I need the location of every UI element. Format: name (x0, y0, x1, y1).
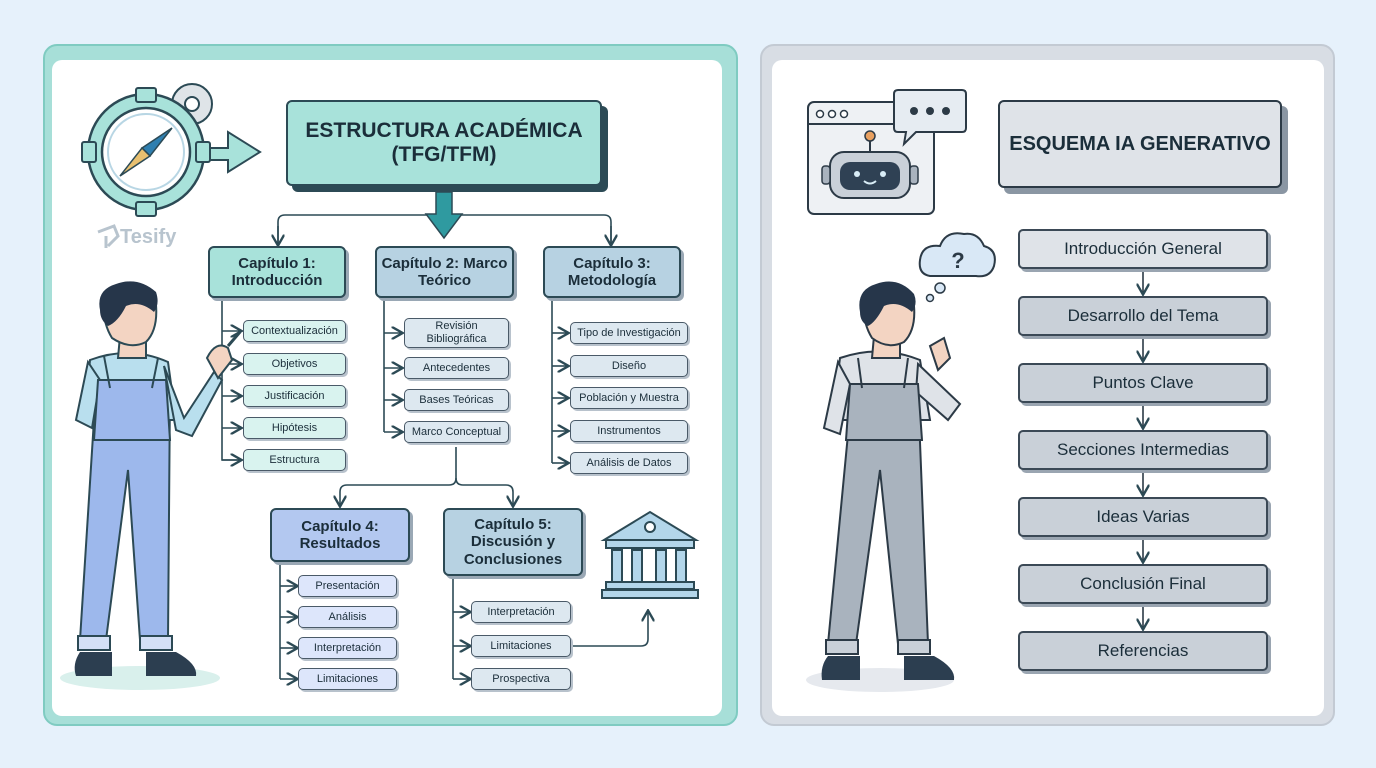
robot-window-illustration (807, 89, 967, 215)
chapter-1-item[interactable]: Hipótesis (243, 417, 346, 439)
question-mark-icon: ? (951, 248, 964, 273)
compass-gear-icon (81, 83, 262, 217)
thought-cloud-icon: ? (918, 232, 996, 303)
chapter-4-item[interactable]: Presentación (298, 575, 397, 597)
chapter-3-box[interactable]: Capítulo 3: Metodología (543, 246, 681, 298)
building-icon (600, 510, 700, 599)
chapter-1-item[interactable]: Objetivos (243, 353, 346, 375)
ai-outline-step[interactable]: Ideas Varias (1018, 497, 1268, 537)
chapter-5-item[interactable]: Limitaciones (471, 635, 571, 657)
chapter-2-item[interactable]: Marco Conceptual (404, 421, 509, 443)
person-right-illustration (806, 281, 962, 692)
chapter-1-box[interactable]: Capítulo 1: Introducción (208, 246, 346, 298)
ai-outline-step[interactable]: Conclusión Final (1018, 564, 1268, 604)
chapter-3-item[interactable]: Instrumentos (570, 420, 688, 442)
chapter-4-box[interactable]: Capítulo 4: Resultados (270, 508, 410, 562)
chapter-3-item[interactable]: Tipo de Investigación (570, 322, 688, 344)
tesify-logo-mark (97, 224, 120, 248)
chapter-2-item[interactable]: Antecedentes (404, 357, 509, 379)
ai-outline-step[interactable]: Referencias (1018, 631, 1268, 671)
chapter-4-item[interactable]: Limitaciones (298, 668, 397, 690)
ai-outline-title-box: ESQUEMA IA GENERATIVO (998, 100, 1282, 188)
person-left-illustration (60, 281, 242, 690)
chapter-3-item[interactable]: Análisis de Datos (570, 452, 688, 474)
chapter-1-item[interactable]: Contextualización (243, 320, 346, 342)
ai-outline-step[interactable]: Puntos Clave (1018, 363, 1268, 403)
down-arrow-icon (424, 191, 464, 240)
chapter-5-item[interactable]: Interpretación (471, 601, 571, 623)
chapter-4-item[interactable]: Interpretación (298, 637, 397, 659)
chapter-3-item[interactable]: Diseño (570, 355, 688, 377)
chapter-1-item[interactable]: Justificación (243, 385, 346, 407)
tesify-logo: Tesify (96, 226, 176, 249)
chapter-2-box[interactable]: Capítulo 2: Marco Teórico (375, 246, 514, 298)
chapter-2-item[interactable]: Revisión Bibliográfica (404, 318, 509, 348)
ai-outline-step[interactable]: Introducción General (1018, 229, 1268, 269)
ai-outline-step[interactable]: Secciones Intermedias (1018, 430, 1268, 470)
chapter-3-item[interactable]: Población y Muestra (570, 387, 688, 409)
chapter-5-item[interactable]: Prospectiva (471, 668, 571, 690)
main-title-box: ESTRUCTURA ACADÉMICA (TFG/TFM) (286, 100, 602, 186)
chapter-4-item[interactable]: Análisis (298, 606, 397, 628)
chapter-5-box[interactable]: Capítulo 5: Discusión y Conclusiones (443, 508, 583, 576)
chapter-1-item[interactable]: Estructura (243, 449, 346, 471)
ai-outline-step[interactable]: Desarrollo del Tema (1018, 296, 1268, 336)
tesify-logo-text: Tesify (120, 226, 177, 248)
chapter-2-item[interactable]: Bases Teóricas (404, 389, 509, 411)
